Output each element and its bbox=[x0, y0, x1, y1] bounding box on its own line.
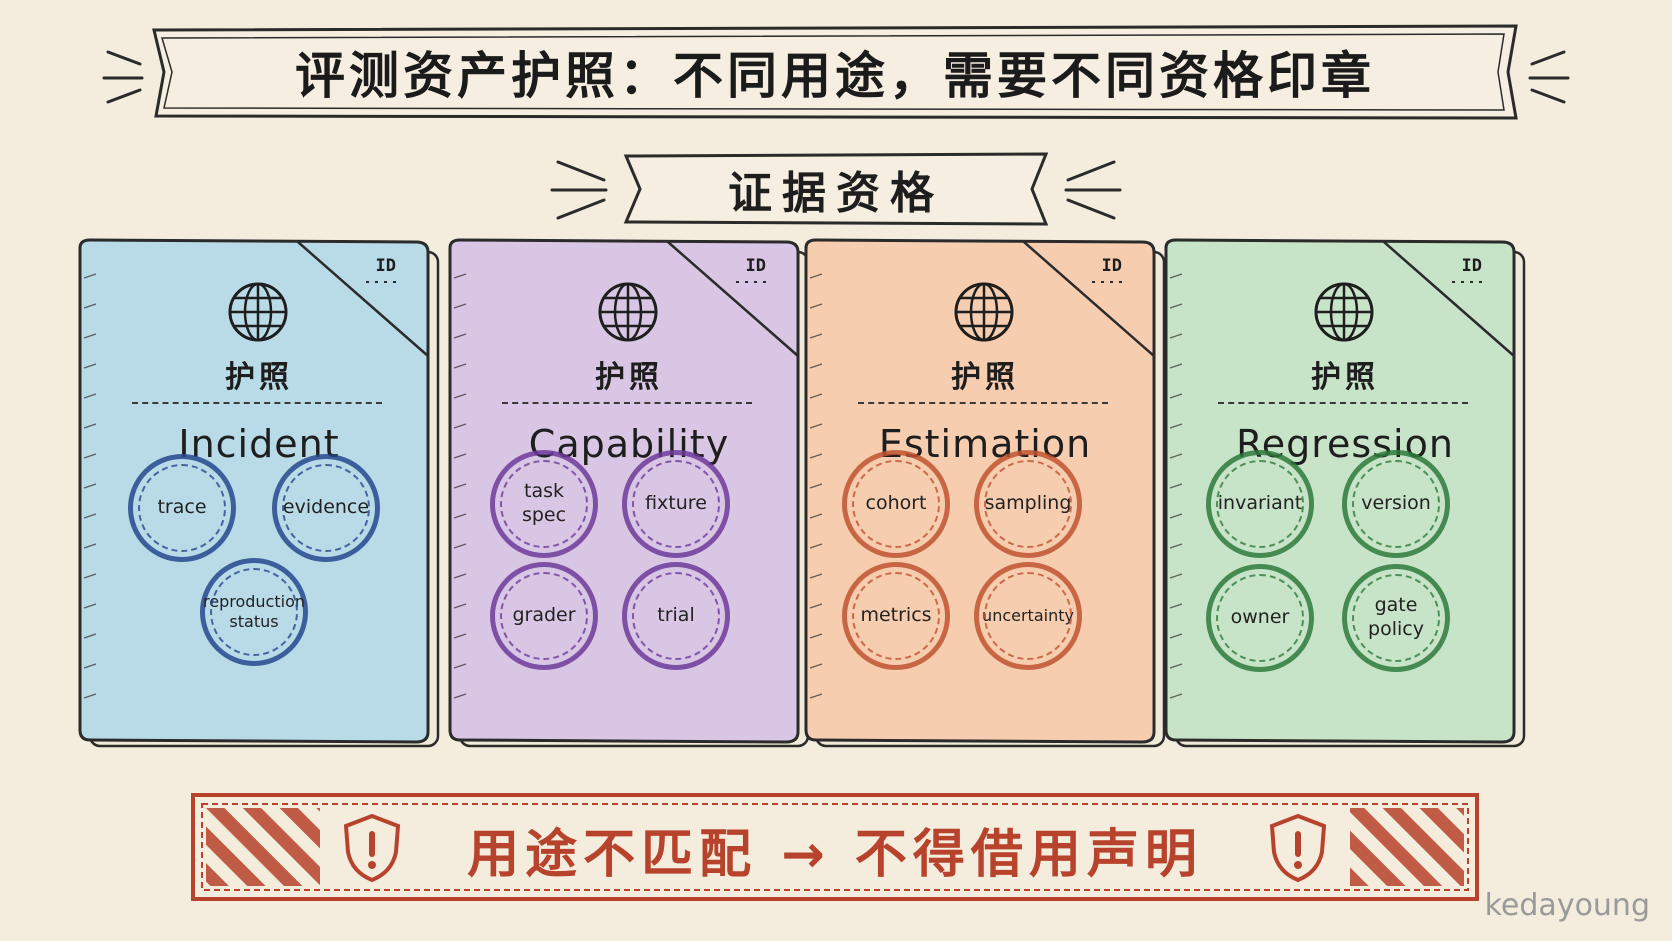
stamp-metrics: metrics bbox=[842, 562, 950, 670]
passport-id-label: ID bbox=[745, 256, 766, 276]
divider bbox=[502, 402, 752, 404]
subtitle-banner: 证据资格 bbox=[622, 150, 1050, 228]
passport-regression: ID 护照 Regression invariant version owner… bbox=[1162, 238, 1528, 750]
stamp-sampling: sampling bbox=[974, 450, 1082, 558]
divider bbox=[132, 402, 382, 404]
section-title: 证据资格 bbox=[728, 168, 944, 219]
passport-name: Capability bbox=[528, 422, 730, 466]
stamp-reproduction-status: reproduction status bbox=[200, 558, 308, 666]
globe-icon bbox=[598, 282, 658, 342]
passport-id-label: ID bbox=[375, 256, 396, 276]
shield-warning-icon bbox=[1269, 813, 1327, 883]
subtitle-decoration-left bbox=[550, 160, 608, 220]
shield-warning-icon bbox=[343, 813, 401, 883]
author-signature: kedayoung bbox=[1484, 888, 1650, 923]
passport-capability: ID 护照 Capability task spec fixture grade… bbox=[446, 238, 812, 750]
passport-id-label: ID bbox=[1461, 256, 1482, 276]
stamp-gate-policy: gate policy bbox=[1342, 564, 1450, 672]
stamp-owner: owner bbox=[1206, 564, 1314, 672]
stamp-version: version bbox=[1342, 450, 1450, 558]
title-decoration-right bbox=[1528, 50, 1570, 104]
passport-label: 护照 bbox=[951, 360, 1019, 395]
warning-text: 用途不匹配 → 不得借用声明 bbox=[467, 825, 1203, 885]
stamp-trial: trial bbox=[622, 562, 730, 670]
stamp-grader: grader bbox=[490, 562, 598, 670]
stamp-fixture: fixture bbox=[622, 450, 730, 558]
stamp-task-spec: task spec bbox=[490, 450, 598, 558]
subtitle-decoration-right bbox=[1064, 160, 1122, 220]
passport-name: Regression bbox=[1236, 422, 1454, 466]
page-title: 评测资产护照：不同用途，需要不同资格印章 bbox=[295, 47, 1375, 105]
passport-cover bbox=[78, 238, 440, 748]
passport-name: Incident bbox=[178, 422, 340, 466]
title-ribbon bbox=[152, 24, 1518, 120]
stamp-evidence: evidence bbox=[272, 454, 380, 562]
stamp-invariant: invariant bbox=[1206, 450, 1314, 558]
globe-icon bbox=[954, 282, 1014, 342]
passport-label: 护照 bbox=[225, 360, 293, 395]
divider bbox=[858, 402, 1108, 404]
globe-icon bbox=[228, 282, 288, 342]
stamp-uncertainty: uncertainty bbox=[974, 562, 1082, 670]
title-banner: 评测资产护照：不同用途，需要不同资格印章 bbox=[150, 22, 1520, 122]
passport-estimation: ID 护照 Estimation cohort sampling metrics… bbox=[802, 238, 1168, 750]
stamp-trace: trace bbox=[128, 454, 236, 562]
passport-label: 护照 bbox=[595, 360, 663, 395]
divider bbox=[1218, 402, 1468, 404]
passport-incident: ID 护照 Incident trace evidence reproducti… bbox=[76, 238, 442, 750]
passport-id-label: ID bbox=[1101, 256, 1122, 276]
stamp-cohort: cohort bbox=[842, 450, 950, 558]
passport-label: 护照 bbox=[1311, 360, 1379, 395]
title-decoration-left bbox=[102, 50, 144, 104]
passport-name: Estimation bbox=[878, 422, 1092, 466]
warning-frame bbox=[191, 793, 1479, 901]
globe-icon bbox=[1314, 282, 1374, 342]
subtitle-ribbon bbox=[623, 152, 1049, 226]
warning-banner: 用途不匹配 → 不得借用声明 bbox=[190, 792, 1480, 902]
